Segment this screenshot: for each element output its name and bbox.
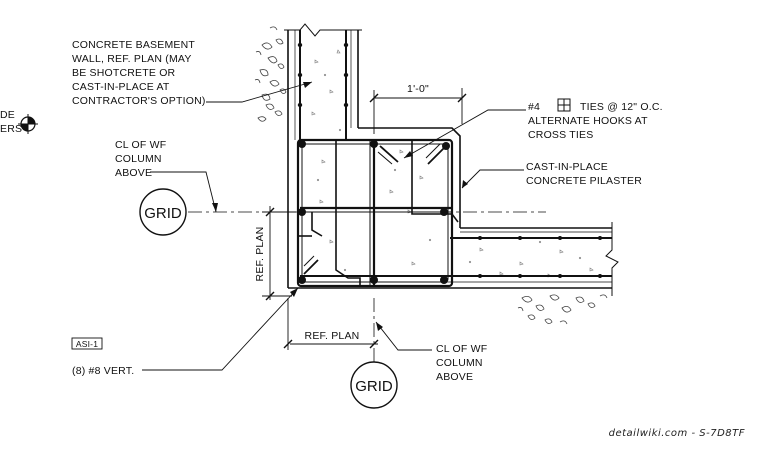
leader-arrowheads (212, 82, 468, 331)
wall-horizontal-dots (478, 236, 602, 278)
grid-bubble-left: GRID (139, 188, 187, 236)
concrete-horizontal-wall (288, 227, 612, 289)
note-cl-wf-bottom: CL OF WF COLUMN ABOVE (436, 343, 491, 383)
watermark: detailwiki.com - S-7D8TF (609, 428, 745, 439)
dimension-left (262, 206, 296, 301)
soil-hatch-top-left (254, 26, 287, 122)
wall-horizontal-rebar (300, 237, 612, 277)
grid-bubble-bottom: GRID (350, 361, 398, 409)
grid-label-bottom: GRID (355, 378, 393, 395)
break-line-top (284, 23, 362, 37)
note-basement-wall: CONCRETE BASEMENT WALL, REF. PLAN (MAY B… (72, 39, 206, 107)
dimension-bottom-label: REF. PLAN (305, 330, 360, 342)
tie-symbol-icon (557, 98, 571, 112)
wall-vertical-dots (297, 42, 349, 108)
soil-hatch-bottom-right (517, 294, 608, 325)
ties-bar-size: #4 (528, 101, 540, 113)
ties-note-lines: ALTERNATE HOOKS AT CROSS TIES (528, 115, 651, 141)
note-cl-wf-left: CL OF WF COLUMN ABOVE (115, 139, 170, 179)
concrete-basement-wall (287, 30, 359, 288)
note-vertical-bars: (8) #8 VERT. (72, 365, 134, 377)
section-marker-icon (18, 114, 38, 134)
asi-tag: ASI-1 (71, 337, 103, 350)
dimension-left-label: REF. PLAN (254, 227, 266, 282)
note-ties: #4 TIES @ 12" O.C. ALTERNATE HOOKS AT CR… (528, 98, 663, 141)
concrete-pilaster (358, 127, 461, 228)
dimension-bottom (283, 298, 379, 350)
asi-label: ASI-1 (76, 339, 98, 349)
leader-lines (142, 81, 526, 371)
note-edge-fragment: DE ERS (0, 109, 22, 135)
grid-label-left: GRID (144, 205, 182, 222)
note-pilaster: CAST-IN-PLACE CONCRETE PILASTER (526, 161, 642, 187)
break-line (605, 222, 619, 296)
ties-spacing: TIES @ 12" O.C. (580, 101, 663, 113)
dimension-top-label: 1'-0" (407, 83, 429, 95)
dimension-top (369, 88, 467, 134)
